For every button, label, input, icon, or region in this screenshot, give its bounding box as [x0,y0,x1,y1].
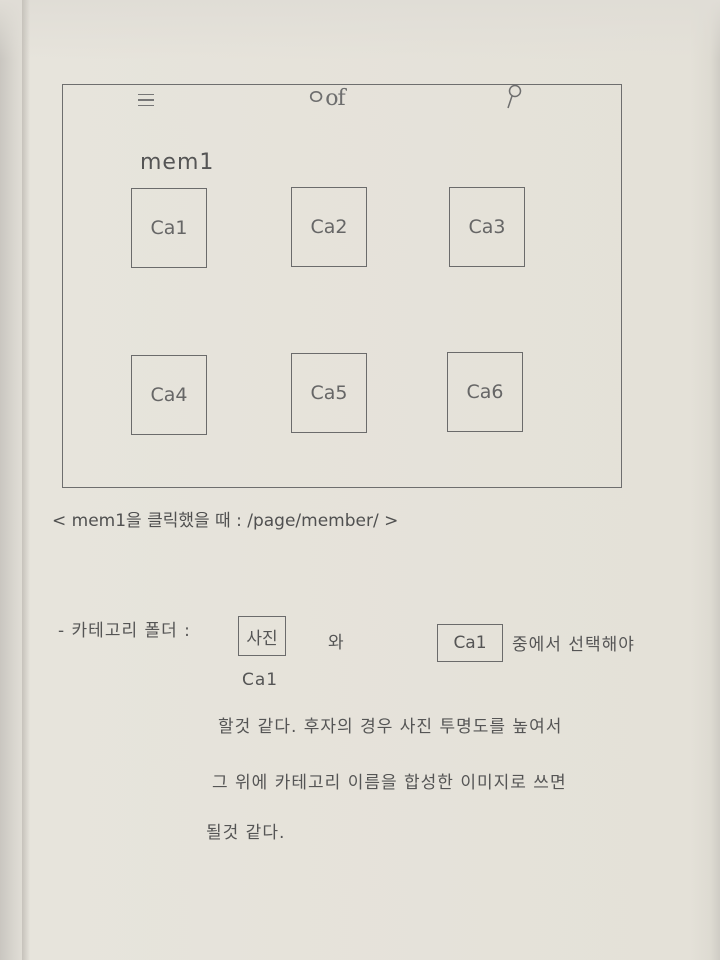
connector-text: 와 [328,633,345,653]
note-line-3: 그 위에 카테고리 이름을 합성한 이미지로 쓰면 [212,773,567,793]
option-category-box: Ca1 [437,624,503,662]
note-line-4: 될것 같다. [206,823,286,843]
option-photo-caption: Ca1 [242,670,279,690]
page-top-shade [0,0,720,60]
search-icon[interactable] [503,82,525,114]
category-box-ca1[interactable]: Ca1 [131,188,207,268]
option-category-suffix: 중에서 선택해야 [512,635,635,655]
note-line-2: 할것 같다. 후자의 경우 사진 투명도를 높여서 [218,717,563,737]
click-note: < mem1을 클릭했을 때 : /page/member/ > [52,511,399,531]
notebook-spine [22,0,30,960]
category-box-ca6[interactable]: Ca6 [447,352,523,432]
category-box-ca5[interactable]: Ca5 [291,353,367,433]
hamburger-icon[interactable] [138,94,154,106]
logo-text: ㅇof [306,86,346,111]
folder-note-prefix: - 카테고리 폴더 : [58,621,191,641]
category-box-ca2[interactable]: Ca2 [291,187,367,267]
option-photo-box: 사진 [238,616,286,656]
wireframe-frame [62,84,622,488]
member-label[interactable]: mem1 [140,150,215,175]
category-box-ca4[interactable]: Ca4 [131,355,207,435]
category-box-ca3[interactable]: Ca3 [449,187,525,267]
